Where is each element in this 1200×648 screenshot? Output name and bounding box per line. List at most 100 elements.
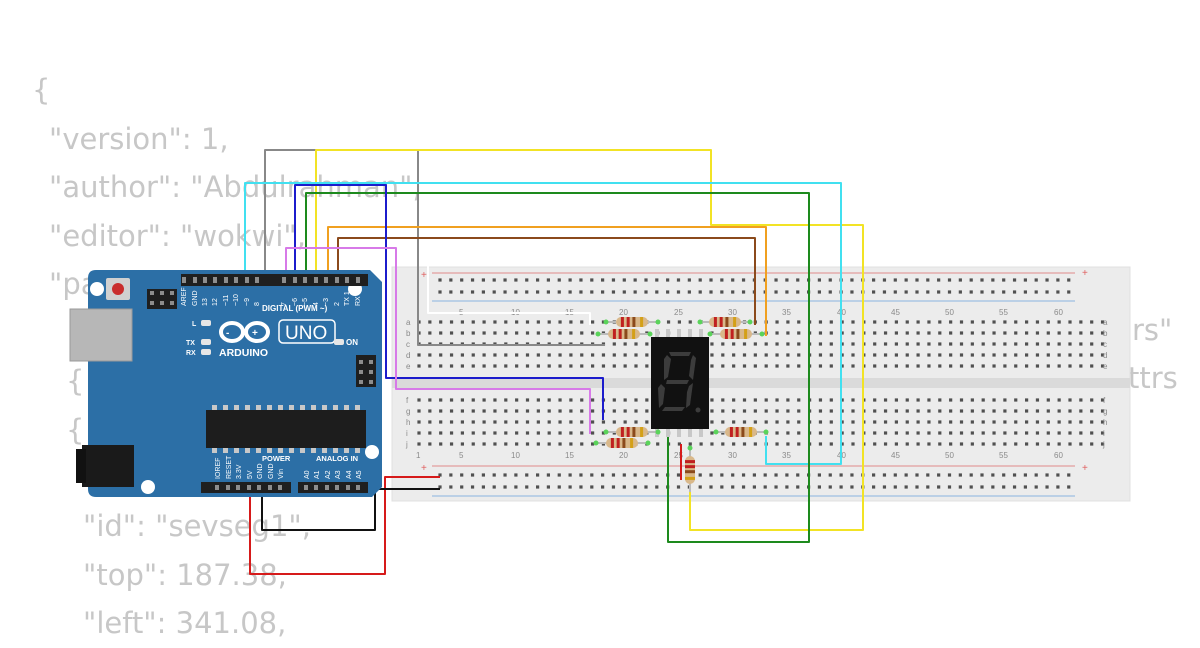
hole[interactable] <box>970 342 974 346</box>
hole[interactable] <box>471 320 475 324</box>
hole[interactable] <box>710 431 714 435</box>
hole[interactable] <box>797 442 801 446</box>
hole[interactable] <box>1025 442 1029 446</box>
hole[interactable] <box>1068 364 1072 368</box>
hole[interactable] <box>471 442 475 446</box>
rail-hole[interactable] <box>785 473 789 477</box>
reset-button[interactable] <box>112 283 124 295</box>
hole[interactable] <box>786 331 790 335</box>
hole[interactable] <box>439 431 443 435</box>
hole[interactable] <box>732 398 736 402</box>
hole[interactable] <box>981 320 985 324</box>
hole[interactable] <box>525 353 530 357</box>
hole[interactable] <box>1100 442 1105 446</box>
hole[interactable] <box>840 331 844 335</box>
hole[interactable] <box>558 398 562 402</box>
hole[interactable] <box>949 398 953 402</box>
hole[interactable] <box>764 342 768 346</box>
hole[interactable] <box>601 353 606 357</box>
header-pin[interactable] <box>282 277 286 283</box>
hole[interactable] <box>1090 342 1094 346</box>
hole[interactable] <box>818 409 823 413</box>
header-pin[interactable] <box>314 485 318 490</box>
hole[interactable] <box>460 442 464 446</box>
hole[interactable] <box>916 364 920 368</box>
hole[interactable] <box>580 353 584 357</box>
hole[interactable] <box>1079 431 1083 435</box>
hole[interactable] <box>493 409 497 413</box>
header-pin[interactable] <box>325 485 329 490</box>
hole[interactable] <box>764 353 768 357</box>
hole[interactable] <box>981 342 985 346</box>
hole[interactable] <box>949 331 953 335</box>
hole[interactable] <box>970 353 974 357</box>
rail-hole[interactable] <box>1012 473 1017 477</box>
rail-hole[interactable] <box>882 278 887 282</box>
hole[interactable] <box>775 420 779 424</box>
hole[interactable] <box>428 320 432 324</box>
rail-hole[interactable] <box>958 473 962 477</box>
hole[interactable] <box>959 398 964 402</box>
hole[interactable] <box>873 364 877 368</box>
header-pin[interactable] <box>234 277 238 283</box>
rail-hole[interactable] <box>937 473 941 477</box>
hole[interactable] <box>927 320 931 324</box>
hole[interactable] <box>493 364 497 368</box>
hole[interactable] <box>1035 342 1040 346</box>
hole[interactable] <box>591 364 595 368</box>
rail-hole[interactable] <box>1045 278 1049 282</box>
hole[interactable] <box>775 442 779 446</box>
hole[interactable] <box>959 353 964 357</box>
hole[interactable] <box>449 431 454 435</box>
hole[interactable] <box>449 320 454 324</box>
header-pin[interactable] <box>215 485 219 490</box>
hole[interactable] <box>1014 442 1018 446</box>
hole[interactable] <box>591 420 595 424</box>
rail-hole[interactable] <box>1067 485 1071 489</box>
hole[interactable] <box>721 364 725 368</box>
hole[interactable] <box>829 431 833 435</box>
rail-hole[interactable] <box>514 473 518 477</box>
hole[interactable] <box>905 409 909 413</box>
hole[interactable] <box>439 320 443 324</box>
hole[interactable] <box>894 420 898 424</box>
hole[interactable] <box>970 331 974 335</box>
hole[interactable] <box>547 364 551 368</box>
hole[interactable] <box>883 353 888 357</box>
rail-hole[interactable] <box>525 278 529 282</box>
hole[interactable] <box>515 431 519 435</box>
hole[interactable] <box>569 442 573 446</box>
hole[interactable] <box>1014 353 1018 357</box>
hole[interactable] <box>873 409 877 413</box>
hole[interactable] <box>591 398 595 402</box>
hole[interactable] <box>1035 398 1040 402</box>
hole[interactable] <box>840 320 844 324</box>
hole[interactable] <box>645 353 649 357</box>
rail-hole[interactable] <box>611 473 616 477</box>
hole[interactable] <box>1046 364 1050 368</box>
rail-hole[interactable] <box>449 278 453 282</box>
hole[interactable] <box>482 442 486 446</box>
rail-hole[interactable] <box>601 290 605 294</box>
hole[interactable] <box>775 320 779 324</box>
rail-hole[interactable] <box>709 290 713 294</box>
hole[interactable] <box>894 364 898 368</box>
hole[interactable] <box>482 320 486 324</box>
hole[interactable] <box>949 431 953 435</box>
hole[interactable] <box>981 364 985 368</box>
hole[interactable] <box>753 353 757 357</box>
rail-hole[interactable] <box>1034 278 1038 282</box>
hole[interactable] <box>905 420 909 424</box>
rail-hole[interactable] <box>655 485 659 489</box>
rail-hole[interactable] <box>882 290 887 294</box>
hole[interactable] <box>1014 331 1018 335</box>
rail-hole[interactable] <box>1012 278 1017 282</box>
hole[interactable] <box>1003 342 1007 346</box>
hole[interactable] <box>428 353 432 357</box>
rail-hole[interactable] <box>470 278 475 282</box>
hole[interactable] <box>710 409 714 413</box>
hole[interactable] <box>883 409 888 413</box>
hole[interactable] <box>623 398 627 402</box>
hole[interactable] <box>949 342 953 346</box>
rail-hole[interactable] <box>991 278 995 282</box>
